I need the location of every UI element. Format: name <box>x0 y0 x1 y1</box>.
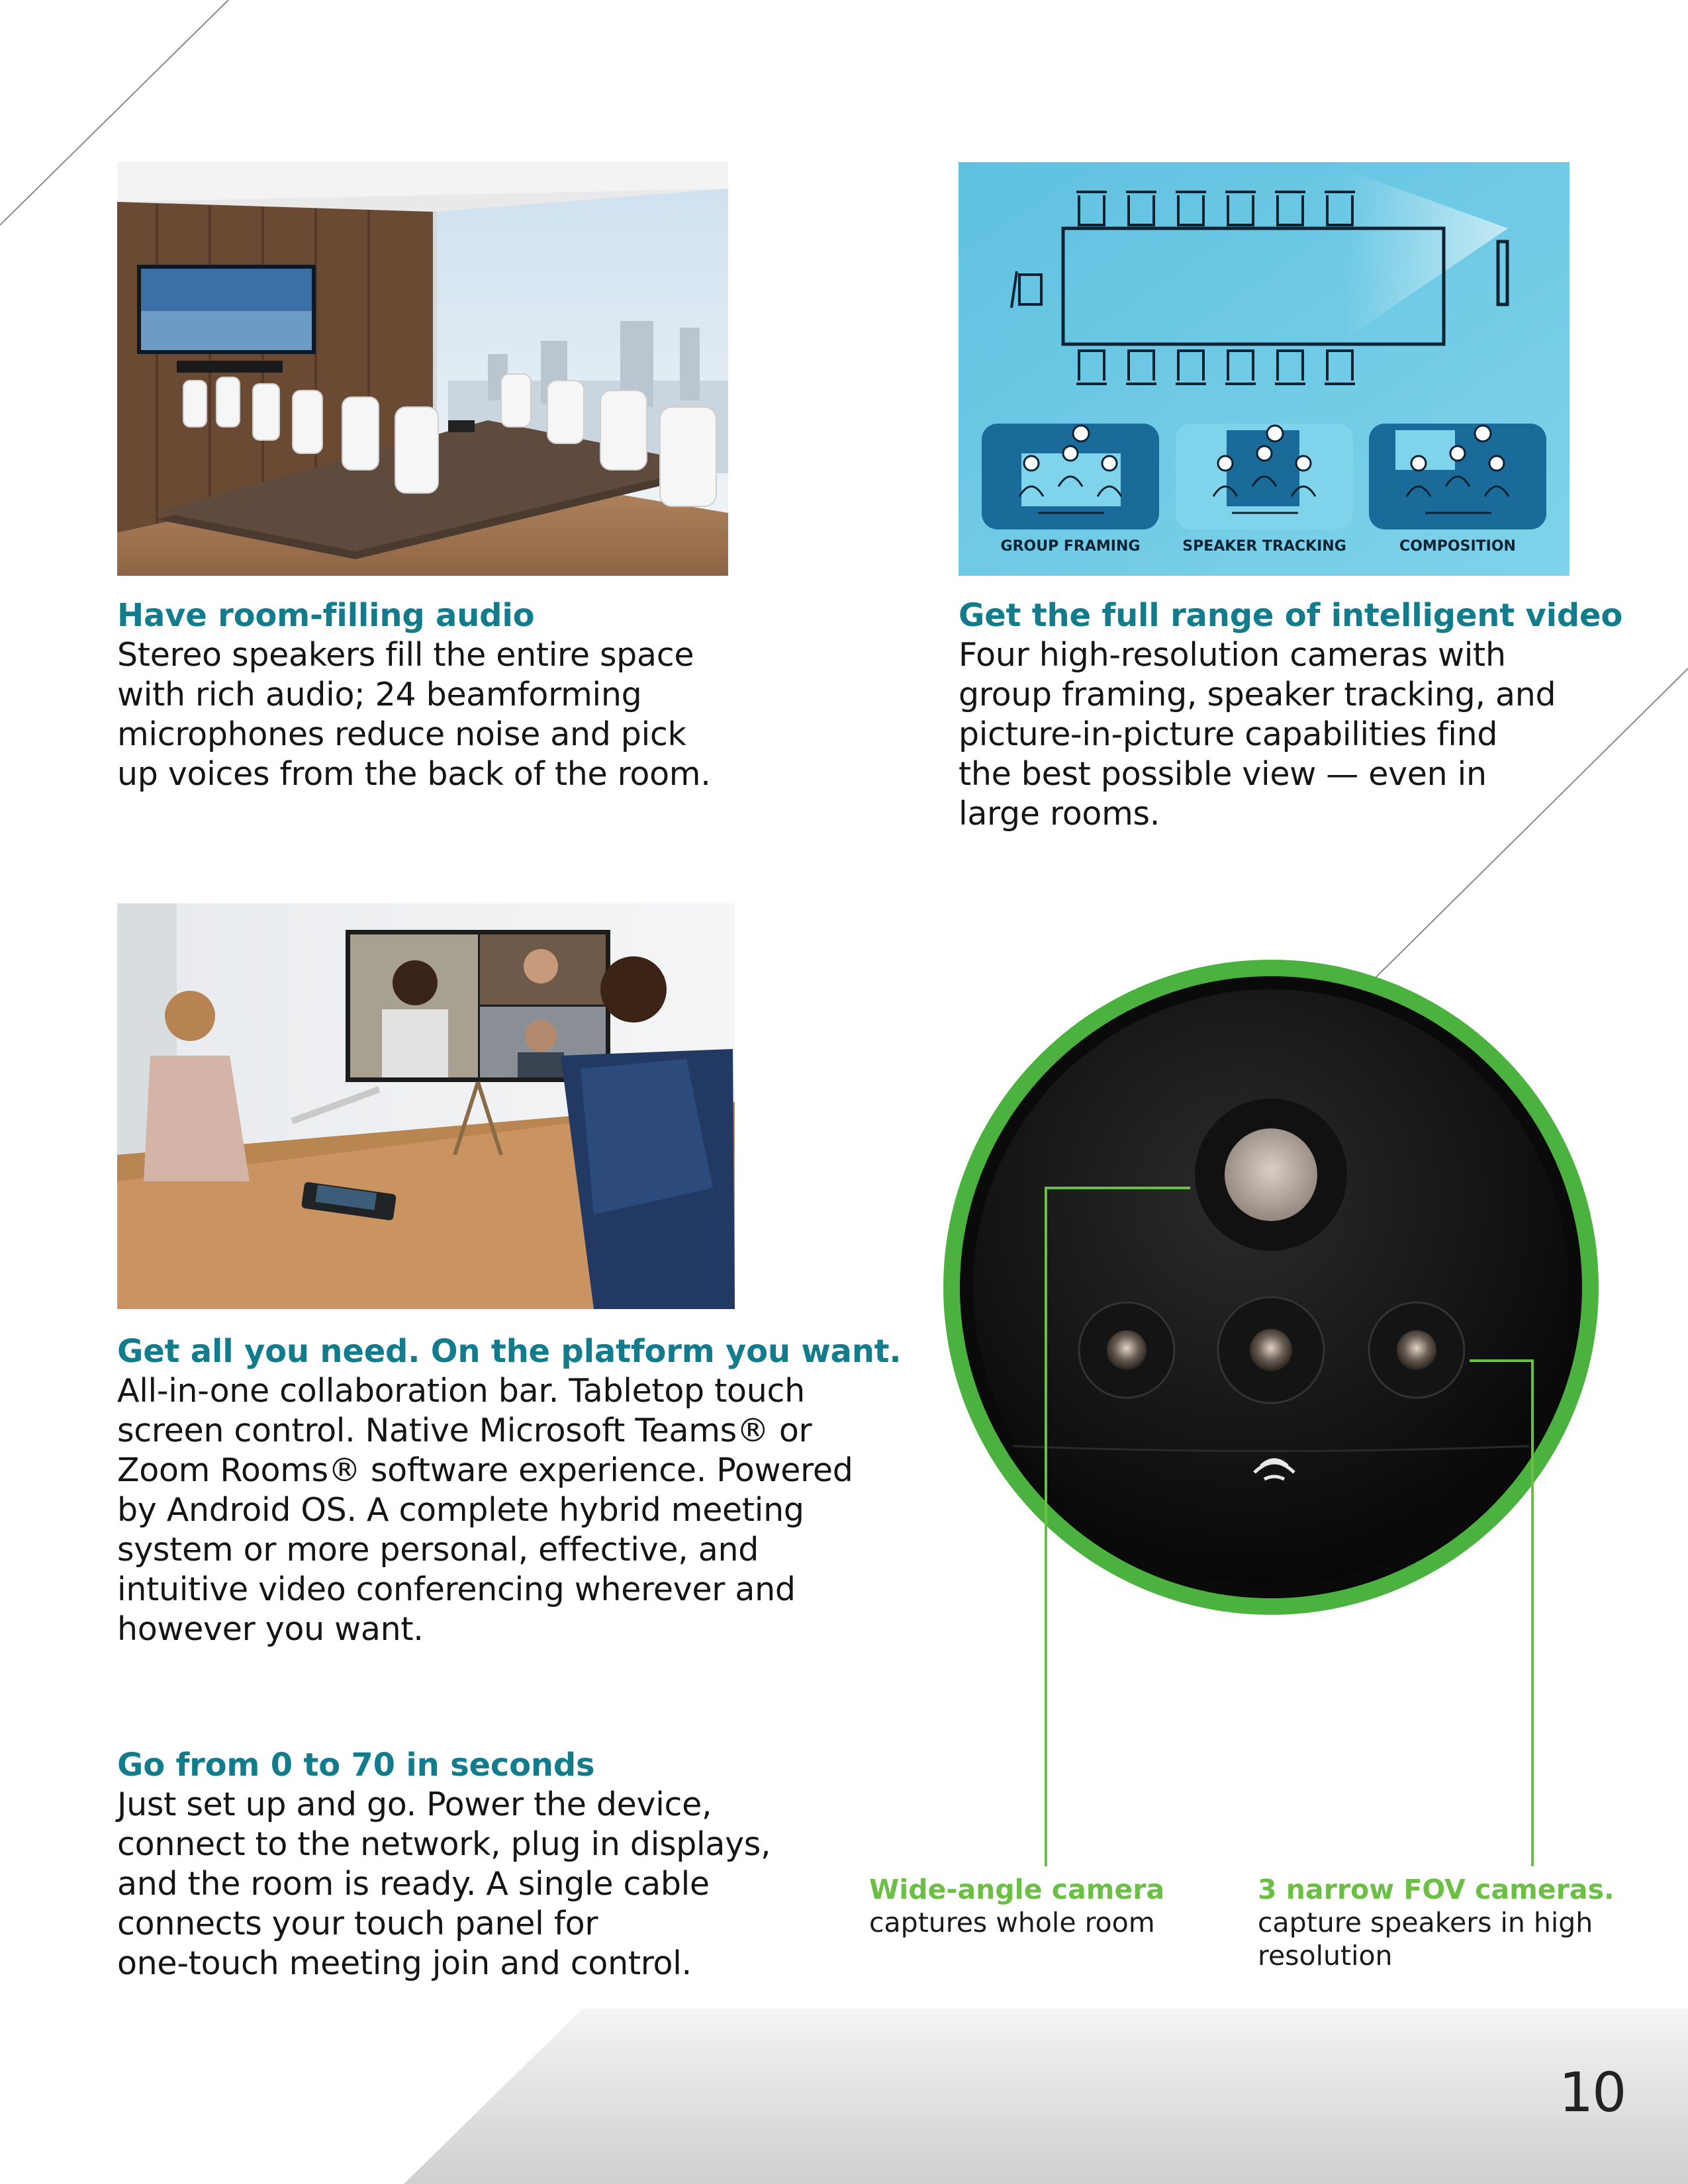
callout-wide-angle: Wide-angle camera captures whole room <box>869 1873 1213 1939</box>
diagram-label-speaker-tracking: SPEAKER TRACKING <box>1182 538 1346 555</box>
footer-band <box>404 2009 1688 2184</box>
page-number: 10 <box>1559 2062 1626 2124</box>
section-body-line: and the room is ready. A single cable <box>117 1865 710 1903</box>
section-body-line: group framing, speaker tracking, and <box>959 676 1556 713</box>
section-body-line: system or more personal, effective, and <box>117 1531 759 1569</box>
section-heading: Get all you need. On the platform you wa… <box>117 1333 902 1370</box>
section-body-line: with rich audio; 24 beamforming <box>117 676 642 713</box>
section-body-line: however you want. <box>117 1610 424 1648</box>
section-body-line: by Android OS. A complete hybrid meeting <box>117 1491 804 1529</box>
section-body-line: All-in-one collaboration bar. Tabletop t… <box>117 1372 805 1410</box>
section-body-line: Stereo speakers fill the entire space <box>117 636 694 674</box>
section-body-line: up voices from the back of the room. <box>117 755 711 793</box>
section-heading: Go from 0 to 70 in seconds <box>117 1747 595 1784</box>
video-modes-diagram: GROUP FRAMING SPEAKER TRACKING COMPOSITI… <box>959 162 1570 576</box>
section-body-line: connects your touch panel for <box>117 1905 598 1942</box>
section-audio: Have room-filling audio Stereo speakers … <box>117 596 819 794</box>
section-platform: Get all you need. On the platform you wa… <box>117 1332 912 1649</box>
section-body-line: intuitive video conferencing wherever an… <box>117 1570 796 1608</box>
callout-title: Wide-angle camera <box>869 1874 1165 1905</box>
diagram-label-composition: COMPOSITION <box>1399 538 1516 555</box>
section-body-line: connect to the network, plug in displays… <box>117 1825 771 1863</box>
section-body-line: Just set up and go. Power the device, <box>117 1786 712 1823</box>
section-body-line: Four high-resolution cameras with <box>959 636 1506 674</box>
video-meeting-photo <box>117 903 735 1309</box>
callout-body: capture speakers in high <box>1258 1907 1593 1938</box>
section-body-line: the best possible view — even in <box>959 755 1487 793</box>
camera-illustration <box>943 960 1599 1866</box>
callout-narrow-fov: 3 narrow FOV cameras. capture speakers i… <box>1258 1873 1628 1972</box>
section-body-line: large rooms. <box>959 795 1160 833</box>
section-video: Get the full range of intelligent video … <box>959 596 1660 834</box>
callout-body: resolution <box>1258 1940 1393 1972</box>
section-heading: Get the full range of intelligent video <box>959 597 1623 634</box>
section-body-line: one-touch meeting join and control. <box>117 1944 692 1982</box>
section-body-line: microphones reduce noise and pick <box>117 715 686 753</box>
section-body-line: picture-in-picture capabilities find <box>959 715 1498 753</box>
section-heading: Have room-filling audio <box>117 597 535 634</box>
section-setup: Go from 0 to 70 in seconds Just set up a… <box>117 1745 845 1983</box>
diagram-label-group-framing: GROUP FRAMING <box>1000 538 1141 555</box>
callout-body: captures whole room <box>869 1907 1155 1938</box>
callout-title: 3 narrow FOV cameras. <box>1258 1874 1615 1905</box>
section-body-line: screen control. Native Microsoft Teams® … <box>117 1412 812 1449</box>
conference-room-photo <box>117 162 728 576</box>
section-body-line: Zoom Rooms® software experience. Powered <box>117 1451 853 1489</box>
